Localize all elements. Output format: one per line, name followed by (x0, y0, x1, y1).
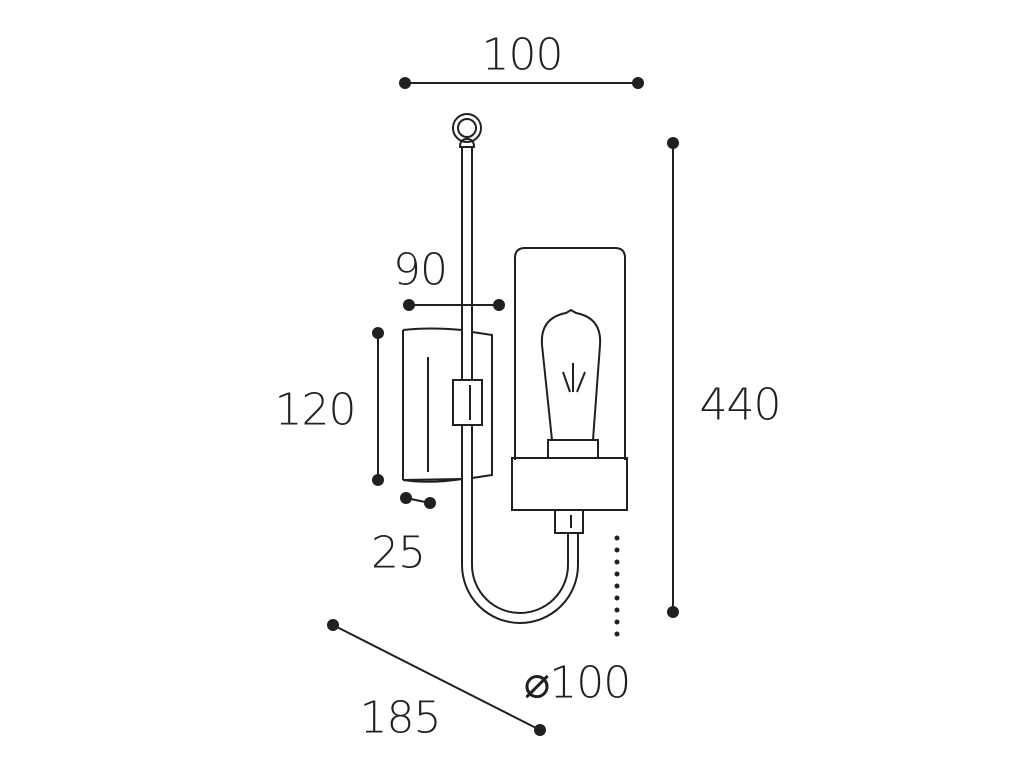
back-plate (402, 327, 493, 483)
bulb-socket (547, 439, 599, 459)
dim-label-projection: 185 (359, 692, 442, 744)
dim-label-backplate-depth: 25 (371, 527, 426, 579)
dim-label-width-top: 100 (481, 29, 564, 81)
rod-outer (461, 147, 579, 624)
glass-shade (514, 247, 626, 460)
dim-label-diameter: ⌀100 (523, 657, 631, 709)
bulb (540, 308, 602, 441)
lamp-outline (402, 113, 628, 624)
bracket (452, 379, 483, 426)
dim-label-backplate-width: 90 (393, 244, 448, 296)
dimension-lines (327, 77, 679, 736)
dimension-dots (327, 77, 679, 736)
dim-line-185 (332, 624, 541, 731)
rod-inner (471, 147, 569, 614)
hanging-ring (452, 113, 482, 143)
dim-label-height-total: 440 (699, 379, 782, 431)
lamp-base (511, 457, 628, 511)
dim-label-backplate-height: 120 (274, 384, 357, 436)
connector (554, 509, 584, 534)
